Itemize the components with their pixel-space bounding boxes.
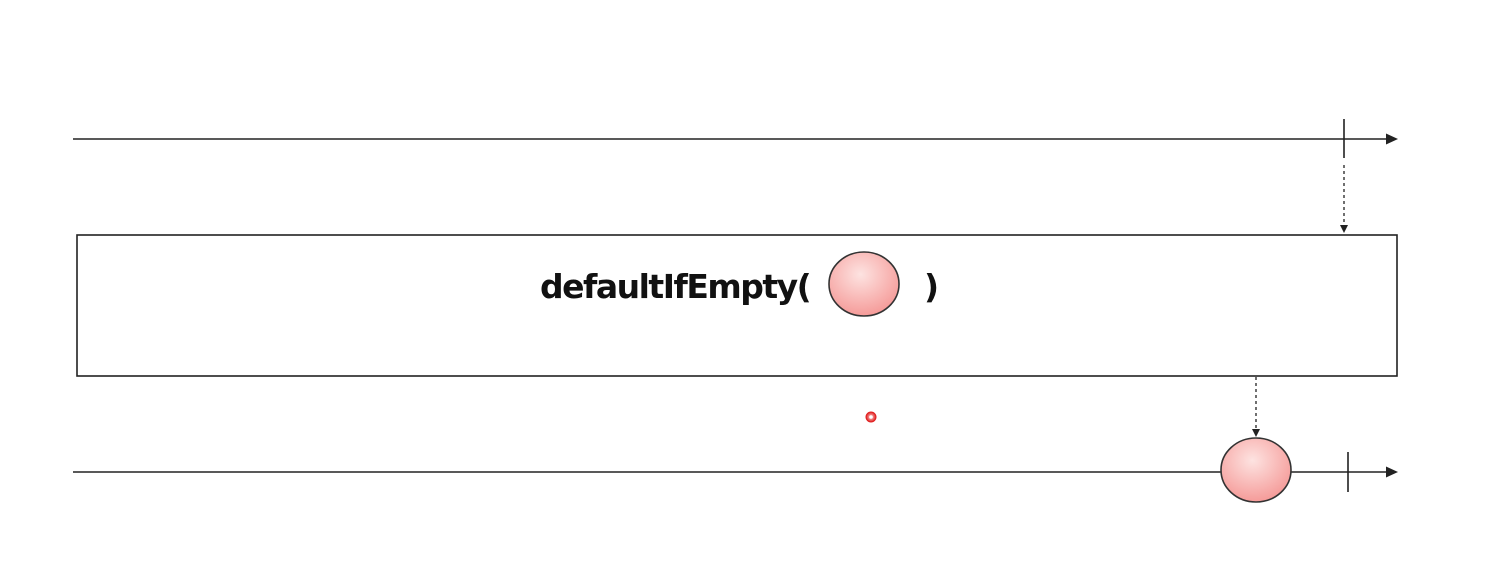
result-timeline-arrowhead	[1386, 466, 1398, 478]
operator-to-result-arrow	[1252, 377, 1260, 437]
result-timeline	[73, 437, 1398, 503]
operator-label: defaultIfEmpty(	[540, 267, 810, 306]
source-timeline-arrowhead	[1386, 133, 1398, 145]
default-value-marble	[828, 251, 900, 317]
result-marble	[1220, 437, 1292, 503]
operator-label-closing: )	[924, 267, 938, 306]
source-timeline	[73, 119, 1398, 158]
source-to-operator-arrow	[1340, 165, 1348, 233]
pointer-cursor	[865, 411, 877, 423]
operator-box: defaultIfEmpty( )	[76, 234, 1398, 377]
